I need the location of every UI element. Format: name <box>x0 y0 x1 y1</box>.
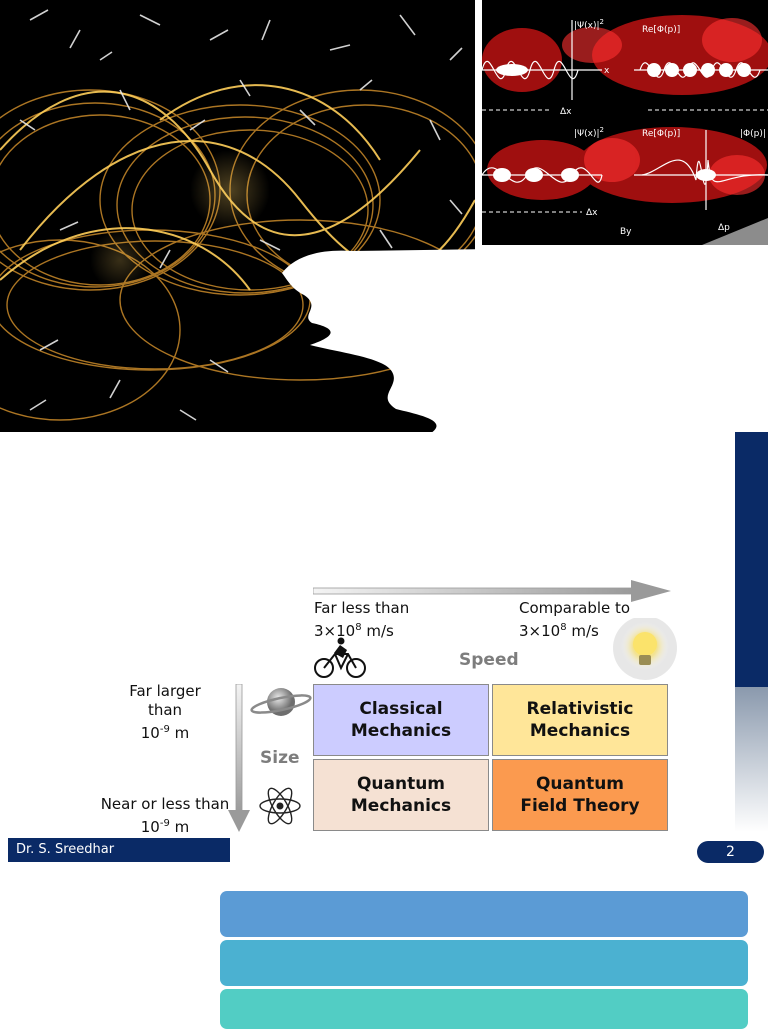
author-footer: Dr. S. Sreedhar <box>8 838 230 862</box>
psi-label-2: |Ψ(x)|2 <box>574 126 604 139</box>
phi-label-2: Re[Φ(p)] <box>642 129 680 139</box>
credit-label: By <box>620 227 632 237</box>
phi-abs-label: |Φ(p)| <box>740 129 766 139</box>
wave-packet-image: |Ψ(x)|2 Re[Φ(p)] |Ψ(x)|2 Re[Φ(p)] |Φ(p)|… <box>481 0 768 245</box>
bicycle-icon <box>313 636 367 680</box>
speed-axis-arrow <box>312 580 673 602</box>
page-number-badge: 2 <box>697 841 764 863</box>
orbital-trails-graphic <box>0 0 491 432</box>
speed-axis-title: Speed <box>459 650 519 670</box>
hero-image-orbital-trails <box>0 0 491 432</box>
size-high-label: Far larger than 10-9 m <box>129 682 201 742</box>
size-arrow-graphic <box>228 683 250 832</box>
dx-label: Δx <box>560 107 572 117</box>
wave-packet-graphic: |Ψ(x)|2 Re[Φ(p)] |Ψ(x)|2 Re[Φ(p)] |Φ(p)|… <box>481 0 768 245</box>
band-3 <box>220 989 748 1029</box>
side-accent-bar <box>735 432 768 687</box>
planet-icon <box>250 682 312 722</box>
side-accent-gradient <box>735 687 768 832</box>
torn-paper-overlay <box>282 245 768 435</box>
band-2 <box>220 940 748 986</box>
psi-label: |Ψ(x)|2 <box>574 18 604 31</box>
x-axis-label: x <box>604 66 610 76</box>
atom-icon <box>258 782 302 830</box>
lightbulb-icon <box>612 616 682 682</box>
speed-high-label: Comparable to 3×108 m/s <box>519 599 631 640</box>
torn-paper-shape <box>282 245 768 435</box>
dx-label-2: Δx <box>586 208 598 218</box>
size-axis-title: Size <box>260 748 300 768</box>
speed-low-label: Far less than 3×108 m/s <box>314 599 410 640</box>
size-axis-arrow <box>228 683 250 832</box>
dp-label: Δp <box>718 223 730 233</box>
speed-arrow-graphic <box>312 580 671 602</box>
size-low-label: Near or less than 10-9 m <box>100 795 230 836</box>
band-1 <box>220 891 748 937</box>
phi-label: Re[Φ(p)] <box>642 25 680 35</box>
